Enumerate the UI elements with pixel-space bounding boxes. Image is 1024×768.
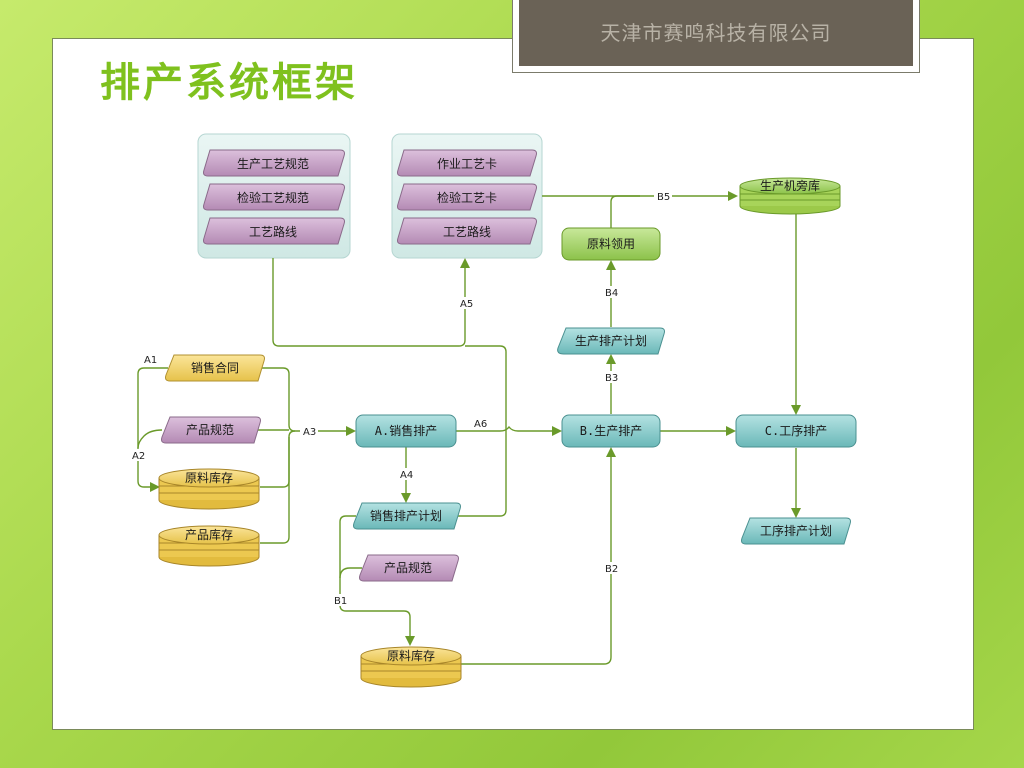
node-product-stock: 产品库存 — [158, 525, 260, 567]
node-product-spec-1: 产品规范 — [161, 416, 261, 444]
node-label: 工艺路线 — [443, 224, 491, 239]
edge-b2 — [460, 447, 616, 665]
edge-b1-spec — [339, 567, 362, 579]
node-sales-schedule: A.销售排产 — [355, 414, 457, 448]
edge-a6 — [456, 425, 562, 436]
node-label: 产品规范 — [384, 560, 432, 575]
node-label: 工序排产计划 — [760, 523, 832, 538]
node-label: C.工序排产 — [765, 423, 827, 438]
edge-label-b2: B2 — [605, 564, 618, 575]
node-product-spec-2: 产品规范 — [359, 554, 459, 582]
node-sales-contract: 销售合同 — [165, 354, 265, 382]
edge-label-b3: B3 — [605, 373, 618, 384]
node-material-issue: 原料领用 — [561, 227, 661, 261]
node-process-schedule-plan: 工序排产计划 — [741, 517, 851, 545]
edge-b1 — [339, 515, 415, 646]
edge-label-b5: B5 — [657, 192, 670, 203]
node-label: 产品库存 — [185, 527, 233, 542]
edge-label-a6: A6 — [474, 419, 487, 430]
node-label: 检验工艺卡 — [437, 190, 497, 205]
edge-label-b1: B1 — [334, 596, 347, 607]
edge-a3-contract — [262, 367, 296, 432]
edge-labels: A5 B5 B4 B3 A1 A2 A3 A6 A4 B1 B2 — [129, 190, 672, 607]
node-process-route-1: 工艺路线 — [203, 217, 345, 245]
edge-label-a5: A5 — [460, 299, 473, 310]
node-label: 检验工艺规范 — [237, 190, 309, 205]
node-machine-side-store: 生产机旁库 — [739, 177, 841, 215]
company-banner-inner: 天津市赛鸣科技有限公司 — [519, 0, 913, 66]
node-label: 原料库存 — [387, 648, 435, 663]
company-banner: 天津市赛鸣科技有限公司 — [512, 0, 920, 73]
page-title: 排产系统框架 — [100, 60, 358, 106]
edge-a1 — [137, 367, 168, 492]
edge-a2 — [137, 429, 163, 449]
edge-a3-stock1 — [260, 430, 296, 488]
node-label: A.销售排产 — [375, 423, 437, 438]
node-label: 生产工艺规范 — [237, 156, 309, 171]
node-label: 原料领用 — [587, 237, 635, 251]
node-label: 销售排产计划 — [370, 508, 442, 523]
node-label: 作业工艺卡 — [437, 157, 497, 171]
node-label: 工艺路线 — [249, 224, 297, 239]
edge-sales-plan-a5 — [458, 345, 507, 517]
node-sales-schedule-plan: 销售排产计划 — [353, 502, 461, 530]
edge-label-a3: A3 — [303, 427, 316, 438]
node-process-schedule: C.工序排产 — [735, 414, 857, 448]
node-raw-stock-1: 原料库存 — [158, 468, 260, 510]
node-label: 产品规范 — [186, 422, 234, 437]
edge-b5-branch — [610, 195, 640, 230]
node-inspect-process-spec: 检验工艺规范 — [203, 183, 345, 211]
edge-label-a4: A4 — [400, 470, 413, 481]
node-prod-schedule-plan: 生产排产计划 — [557, 327, 665, 355]
edge-label-b4: B4 — [605, 288, 618, 299]
edge-a3-stock2 — [260, 437, 290, 544]
node-work-process-card: 作业工艺卡 — [397, 149, 537, 177]
node-process-route-2: 工艺路线 — [397, 217, 537, 245]
node-label: B.生产排产 — [580, 424, 642, 438]
edge-panel-route — [272, 258, 470, 347]
node-label: 生产机旁库 — [760, 178, 820, 193]
node-prod-schedule: B.生产排产 — [561, 414, 661, 448]
node-label: 生产排产计划 — [575, 334, 647, 348]
node-raw-stock-2: 原料库存 — [360, 646, 462, 688]
company-name: 天津市赛鸣科技有限公司 — [600, 20, 832, 45]
edge-label-a2: A2 — [132, 451, 145, 462]
node-label: 销售合同 — [191, 360, 239, 375]
node-inspect-process-card: 检验工艺卡 — [397, 183, 537, 211]
edge-label-a1: A1 — [144, 355, 157, 366]
node-prod-process-spec: 生产工艺规范 — [203, 149, 345, 177]
node-label: 原料库存 — [185, 470, 233, 485]
